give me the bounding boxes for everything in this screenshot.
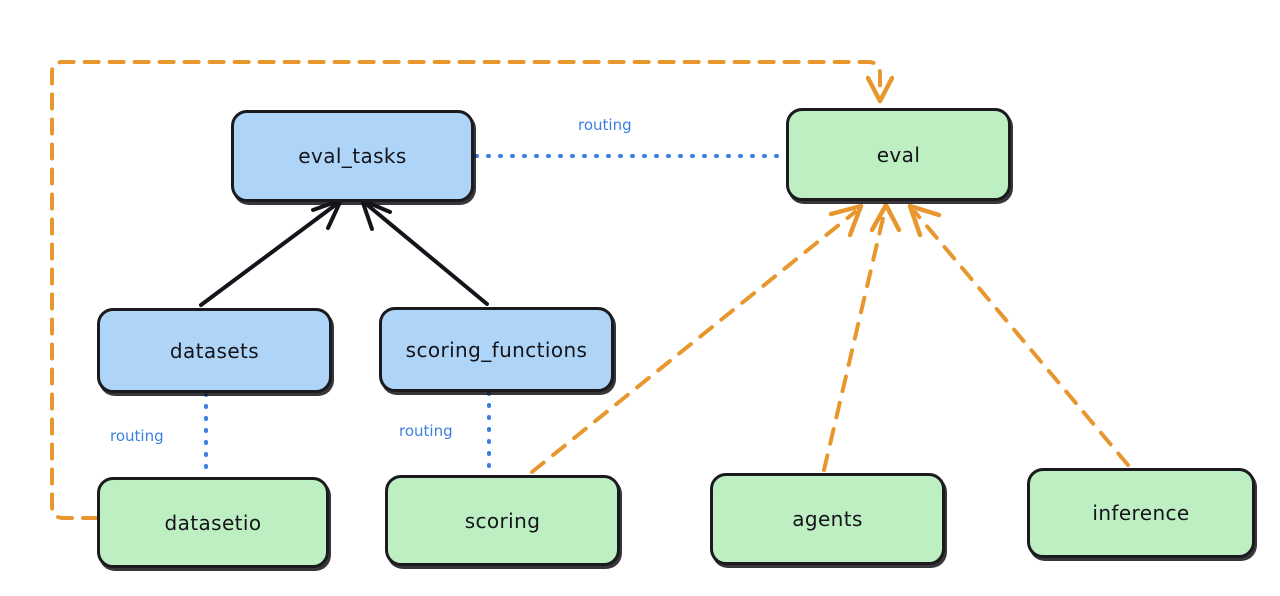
node-datasetio-label: datasetio bbox=[164, 510, 262, 535]
node-scoring-functions[interactable]: scoring_functions bbox=[379, 307, 614, 392]
edge-label-routing-scoring-functions-scoring: routing bbox=[399, 422, 453, 440]
node-eval-tasks-label: eval_tasks bbox=[298, 144, 407, 168]
node-eval-label: eval bbox=[876, 142, 921, 167]
node-agents[interactable]: agents bbox=[710, 473, 945, 565]
node-datasets[interactable]: datasets bbox=[97, 308, 332, 393]
edge-label-routing-datasets-datasetio: routing bbox=[110, 427, 164, 445]
node-datasets-label: datasets bbox=[169, 338, 260, 363]
node-datasetio[interactable]: datasetio bbox=[97, 477, 329, 568]
node-eval-tasks[interactable]: eval_tasks bbox=[231, 110, 474, 202]
node-inference-label: inference bbox=[1092, 501, 1190, 525]
node-scoring-functions-label: scoring_functions bbox=[405, 337, 588, 362]
edge-scoring-functions-to-eval-tasks bbox=[360, 198, 489, 306]
node-eval[interactable]: eval bbox=[786, 108, 1011, 201]
edge-agents-to-eval bbox=[822, 202, 902, 472]
edge-inference-to-eval bbox=[907, 203, 1130, 467]
edge-label-routing-eval-tasks-eval: routing bbox=[578, 116, 632, 134]
edge-datasets-to-eval-tasks bbox=[199, 198, 343, 307]
node-scoring-label: scoring bbox=[464, 508, 541, 533]
node-inference[interactable]: inference bbox=[1027, 468, 1255, 558]
node-scoring[interactable]: scoring bbox=[385, 475, 620, 566]
node-agents-label: agents bbox=[792, 507, 863, 531]
